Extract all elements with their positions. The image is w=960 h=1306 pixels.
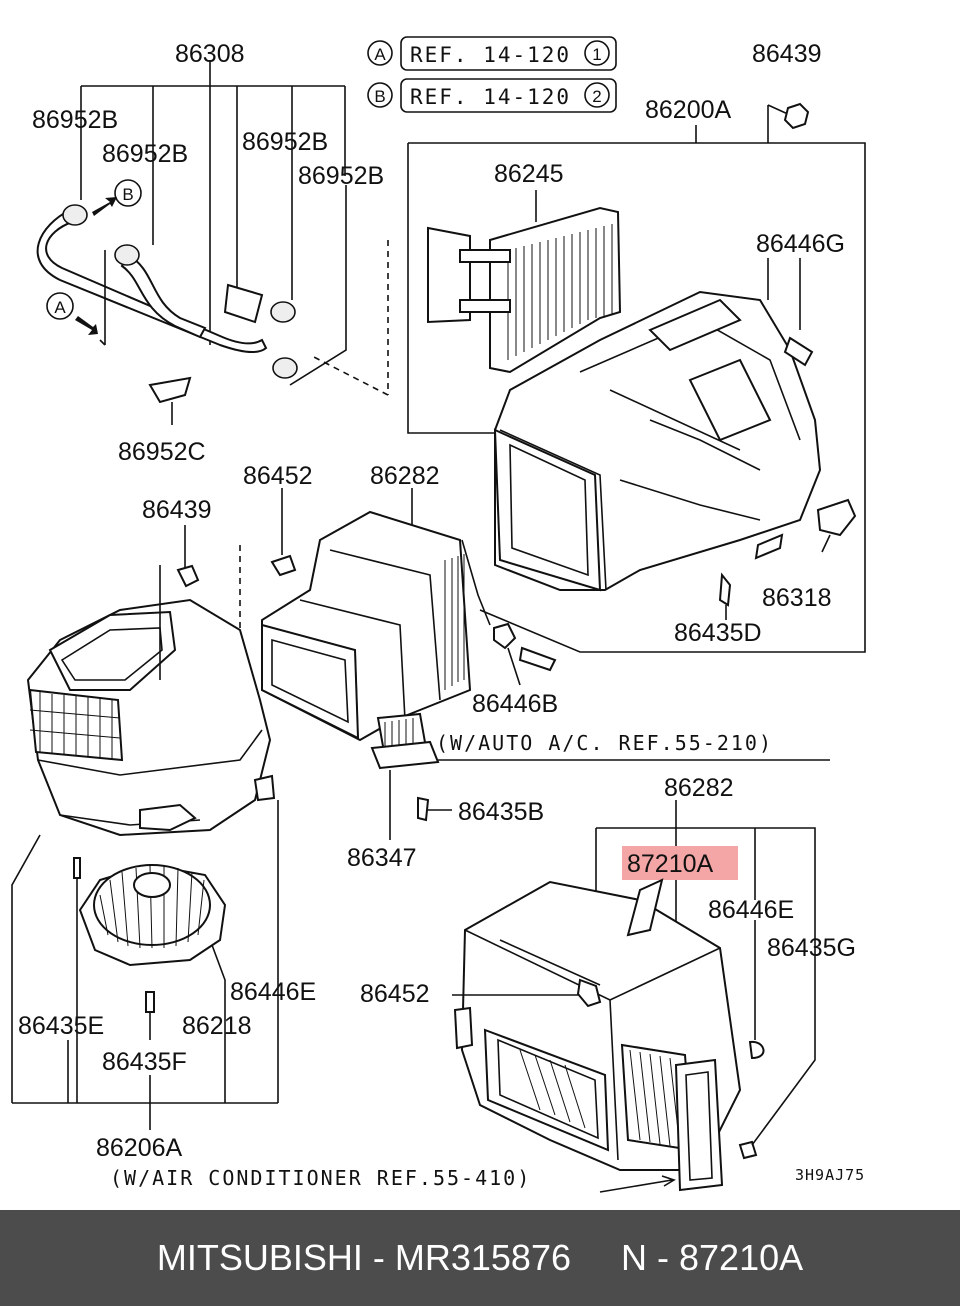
highlight-87210A [622,846,738,880]
duct-housing [239,488,830,840]
label-86452-low: 86452 [360,980,430,1008]
note-auto-ac: (W/AUTO A/C. REF.55-210) [436,731,773,755]
label-86952B-3: 86952B [242,128,328,156]
label-86435F: 86435F [102,1048,187,1076]
label-86200A: 86200A [645,96,732,124]
parts-diagram: A REF. 14-120 1 B REF. 14-120 2 B A [11,36,866,1193]
label-86435B: 86435B [458,798,544,826]
label-86952C: 86952C [118,438,206,466]
ref-a-num: 1 [592,45,601,64]
marker-b: B [122,185,133,204]
ref-b-num: 2 [592,87,601,106]
footer-separator-2: - [647,1237,680,1278]
footer-n-value: 87210A [679,1237,804,1278]
label-86439-mid: 86439 [142,496,212,524]
footer-gap [571,1237,621,1279]
diagram-code: 3H9AJ75 [795,1166,865,1184]
heater-unit [309,102,866,653]
label-86952B-1: 86952B [32,106,118,134]
ref-b-text: REF. 14-120 [410,85,571,109]
label-86206A: 86206A [96,1134,183,1162]
label-86952B-2: 86952B [102,140,188,168]
footer-n-label: N [621,1237,648,1278]
heater-hoses: B A [36,60,347,425]
label-86308: 86308 [175,40,245,68]
label-86439-top: 86439 [752,40,822,68]
blower-motor [67,857,227,1130]
label-86446E-left: 86446E [230,978,316,1006]
label-86952B-4: 86952B [298,162,384,190]
ref-a-text: REF. 14-120 [410,43,571,67]
label-86446G: 86446G [756,230,845,258]
label-86318: 86318 [762,584,832,612]
label-86435D: 86435D [674,619,762,647]
label-86218: 86218 [182,1012,252,1040]
ref-b: B REF. 14-120 2 [367,78,617,113]
ref-a: A REF. 14-120 1 [367,36,617,71]
label-86282-low: 86282 [664,774,734,802]
label-86446B: 86446B [472,690,558,718]
footer-part-number: MR315876 [394,1237,571,1278]
footer-brand: MITSUBISHI [156,1237,363,1278]
label-86245: 86245 [494,160,564,188]
label-86435E: 86435E [18,1012,104,1040]
footer-separator: - [362,1237,395,1278]
ref-b-marker: B [374,87,385,106]
label-86282-mid: 86282 [370,462,440,490]
label-86347: 86347 [347,844,417,872]
note-air-conditioner: (W/AIR CONDITIONER REF.55-410) [110,1166,531,1190]
part-footer: MITSUBISHI - MR315876 N - 87210A [0,1210,960,1306]
label-86446E-right: 86446E [708,896,794,924]
evaporator-case [452,800,816,1192]
label-86452-mid: 86452 [243,462,313,490]
label-86435G: 86435G [767,934,856,962]
ref-a-marker: A [374,45,386,64]
blower-housing [11,525,279,1104]
label-87210A: 87210A [627,850,714,878]
marker-a: A [54,298,66,317]
